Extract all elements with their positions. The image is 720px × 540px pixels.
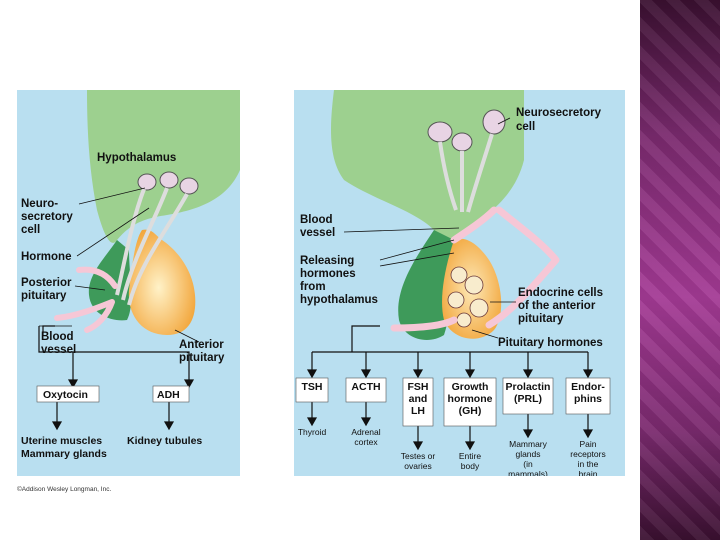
hormone-box (402, 377, 434, 427)
target-arrowhead (412, 441, 424, 451)
hormone-target-label: receptors (570, 449, 605, 459)
releasing-hormones-label-4: hypothalamus (300, 294, 378, 306)
target-kidney-label: Kidney tubules (127, 435, 202, 447)
hormone-target-label: brain (579, 469, 598, 476)
leader-lines (343, 117, 516, 339)
posterior-pituitary-label-2: pituitary (21, 290, 67, 302)
hormone-box (345, 377, 387, 403)
neurosecretory-label-2: cell (516, 121, 535, 133)
releasing-hormones-label-3: from (300, 281, 326, 293)
hormone-name-label: LH (411, 405, 425, 417)
hormone-name-label: hormone (448, 393, 493, 405)
hormone-target-label: Pain (579, 439, 596, 449)
oxytocin-label: Oxytocin (43, 389, 88, 401)
blood-vessel-label-2: vessel (41, 344, 76, 356)
hormone-target-label: Entire (459, 451, 481, 461)
target-uterine-label: Uterine muscles (21, 435, 102, 447)
endocrine-cells-label-3: pituitary (518, 313, 564, 325)
hormone-box (502, 377, 554, 415)
blood-vessel-label-1: Blood (300, 214, 333, 226)
hormone-name-label: (PRL) (514, 393, 542, 405)
neurosecretory-cells (427, 109, 506, 213)
hormone-target-label: Adrenal (351, 427, 380, 437)
hormone-target-label: Mammary (509, 439, 548, 449)
branch-arrowhead (522, 369, 534, 379)
branch-arrowhead (360, 369, 372, 379)
hormone-target-label: ovaries (404, 461, 431, 471)
hormone-name-label: FSH (408, 381, 429, 393)
hormone-target-label: mammals) (508, 469, 548, 476)
target-arrowhead (360, 417, 372, 427)
hormone-target-label: (in (523, 459, 533, 469)
neurosecretory-label-3: cell (21, 224, 40, 236)
blood-vessel-shape (54, 266, 118, 333)
portal-blood-vessels (390, 206, 560, 332)
posterior-pituitary-shape (398, 230, 454, 340)
hormone-name-label: ACTH (351, 381, 380, 393)
hypothalamus-label: Hypothalamus (97, 152, 176, 164)
branch-arrowhead (582, 369, 594, 379)
hormone-box (443, 377, 497, 427)
decorative-side-stripe (640, 0, 720, 540)
hormone-target-label: glands (515, 449, 540, 459)
hormone-target-label: Thyroid (298, 427, 327, 437)
anterior-pituitary-label-2: pituitary (179, 352, 225, 364)
branch-arrowhead (306, 369, 318, 379)
target-arrowhead (464, 441, 476, 451)
hormone-name-label: Prolactin (506, 381, 551, 393)
neurosecretory-label-1: Neuro- (21, 198, 58, 210)
hypothalamus-shape (87, 90, 240, 243)
hypothalamus-shape (331, 90, 524, 240)
anterior-pituitary-shape (128, 229, 196, 335)
neurosecretory-label-2: secretory (21, 211, 73, 223)
left-diagram-panel: Hypothalamus Neuro- secretory cell Hormo… (17, 90, 240, 476)
hormone-name-label: Endor- (571, 381, 605, 393)
arrows (38, 325, 195, 431)
hormone-box (565, 377, 611, 415)
target-arrowhead (522, 429, 534, 439)
endocrine-cells-label-1: Endocrine cells (518, 287, 603, 299)
hormone-name-label: (GH) (459, 405, 482, 417)
branch-arrowhead (464, 369, 476, 379)
releasing-hormones-label-1: Releasing (300, 255, 354, 267)
oxytocin-box (36, 385, 100, 403)
blood-vessel-label-2: vessel (300, 227, 335, 239)
hormone-branch-arrows (306, 325, 594, 451)
adh-box (152, 385, 190, 403)
hormone-name-label: Growth (452, 381, 489, 393)
hormone-name-label: and (409, 393, 428, 405)
hormone-name-label: TSH (302, 381, 323, 393)
adh-label: ADH (157, 389, 180, 401)
target-mammary-label: Mammary glands (21, 448, 107, 460)
pituitary-hormones-label: Pituitary hormones (498, 337, 603, 349)
posterior-pituitary-label-1: Posterior (21, 277, 72, 289)
branch-arrowhead (412, 369, 424, 379)
endocrine-cells-label-2: of the anterior (518, 300, 596, 312)
posterior-pituitary-diagram: Hypothalamus Neuro- secretory cell Hormo… (21, 90, 240, 460)
anterior-pituitary-label-1: Anterior (179, 339, 224, 351)
hormone-target-label: in the (578, 459, 599, 469)
branch-trunk (351, 325, 380, 352)
hormone-target-label: cortex (354, 437, 378, 447)
hormone-label: Hormone (21, 251, 71, 263)
releasing-hormones-label-2: hormones (300, 268, 356, 280)
hormone-target-label: body (461, 461, 480, 471)
neurosecretory-cells (115, 171, 199, 306)
hormone-target-label: Testes or (401, 451, 436, 461)
hormone-name-label: phins (574, 393, 602, 405)
neurosecretory-label-1: Neurosecretory (516, 107, 602, 119)
target-arrowhead (306, 417, 318, 427)
target-arrowhead (582, 429, 594, 439)
hormone-box (295, 377, 329, 403)
blood-vessel-label-1: Blood (41, 331, 74, 343)
copyright-credit: ©Addison Wesley Longman, Inc. (17, 486, 112, 493)
